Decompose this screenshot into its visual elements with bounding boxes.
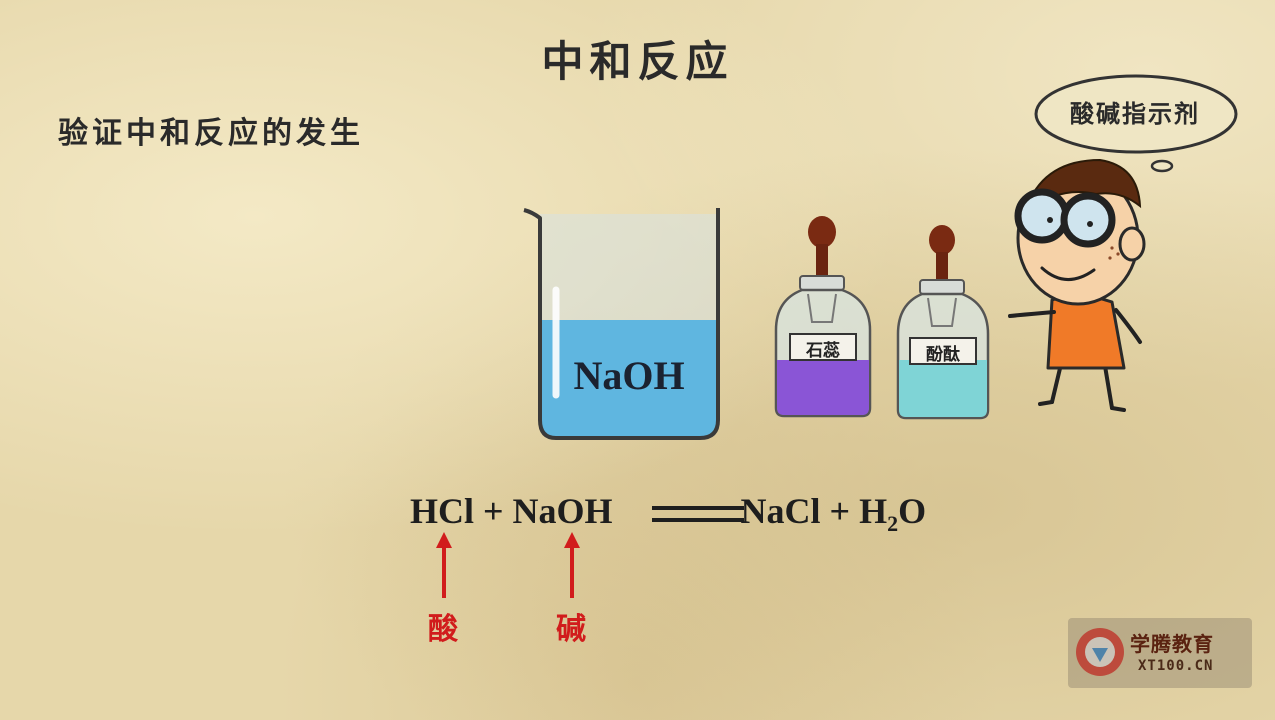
logo bbox=[1068, 618, 1252, 688]
plus-sign: + bbox=[829, 491, 851, 531]
page-title: 中和反应 bbox=[541, 37, 734, 86]
scientist-character bbox=[1008, 158, 1146, 412]
phenolphthalein-bottle bbox=[896, 225, 990, 420]
chemical-equation: HCl + NaOH NaCl + H2O bbox=[410, 490, 926, 537]
beaker-label: NaOH bbox=[573, 353, 685, 398]
reactant-naoh: NaOH bbox=[512, 491, 613, 531]
litmus-bottle bbox=[774, 216, 872, 418]
logo-name: 学腾教育 bbox=[1130, 632, 1214, 656]
thought-bubble-text: 酸碱指示剂 bbox=[1070, 99, 1200, 128]
logo-emblem-icon bbox=[1076, 628, 1124, 676]
equation-equals-sign bbox=[652, 506, 744, 522]
logo-url: XT100.CN bbox=[1138, 658, 1214, 674]
product-water: H2O bbox=[859, 491, 927, 537]
product-nacl: NaCl bbox=[740, 491, 821, 531]
acid-label: 酸 bbox=[428, 612, 458, 647]
base-arrow bbox=[564, 532, 580, 598]
plus-sign: + bbox=[483, 491, 504, 531]
reactant-hcl: HCl bbox=[410, 491, 475, 531]
beaker bbox=[523, 208, 720, 440]
section-subtitle: 验证中和反应的发生 bbox=[58, 116, 364, 151]
phenolphthalein-label: 酚酞 bbox=[926, 345, 960, 365]
litmus-label: 石蕊 bbox=[806, 341, 840, 361]
base-label: 碱 bbox=[556, 612, 586, 647]
thought-bubble bbox=[1034, 74, 1238, 173]
acid-arrow bbox=[436, 532, 452, 598]
